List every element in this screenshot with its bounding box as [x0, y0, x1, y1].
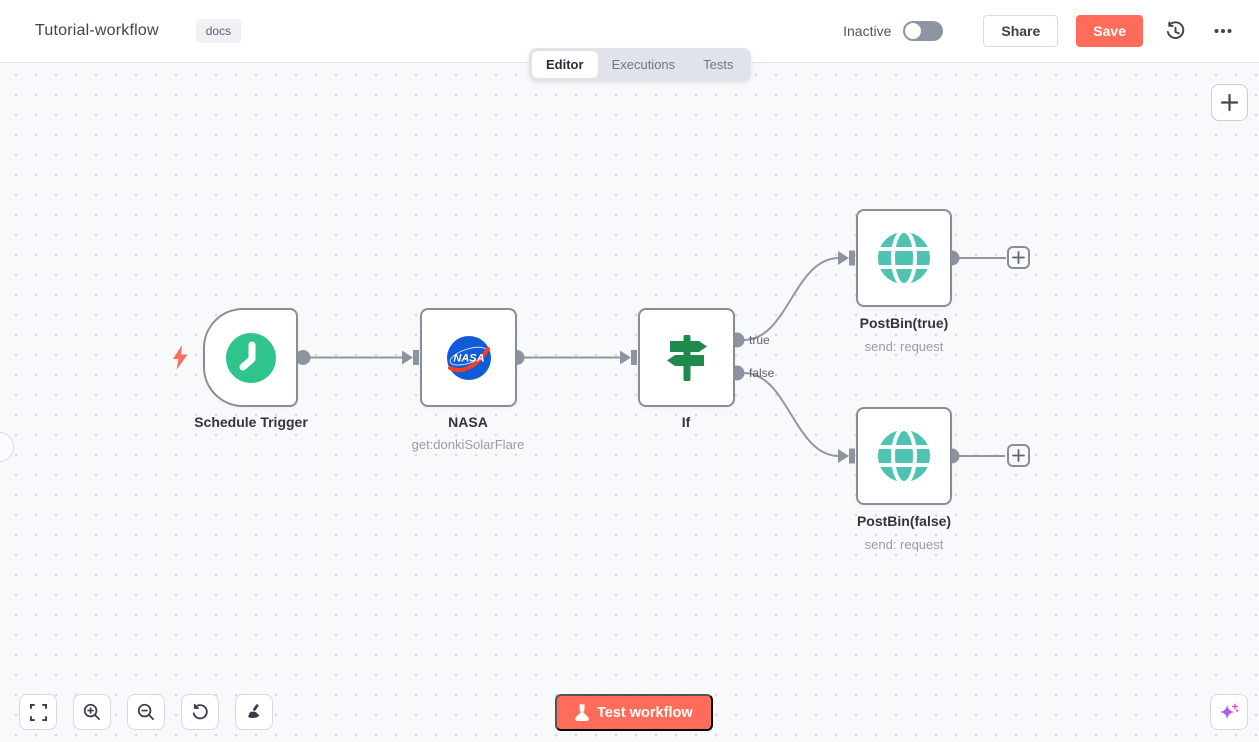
node-postbin-true[interactable] [856, 209, 952, 307]
ai-assistant-button[interactable] [1210, 694, 1248, 730]
reset-zoom-button[interactable] [181, 694, 219, 730]
port-label-false: false [749, 366, 775, 380]
view-tabs: Editor Executions Tests [529, 48, 751, 81]
globe-icon [878, 430, 930, 482]
node-label-postbin-true: PostBin(true) [859, 315, 949, 331]
plus-connector-icon [1012, 251, 1025, 264]
tidy-up-button[interactable] [235, 694, 273, 730]
share-button[interactable]: Share [983, 15, 1059, 47]
node-label-if: If [681, 414, 691, 430]
node-postbin-false[interactable] [856, 407, 952, 505]
fit-view-button[interactable] [19, 694, 57, 730]
history-button[interactable] [1159, 15, 1191, 47]
node-label-nasa: NASA [448, 414, 488, 430]
node-label-schedule-trigger: Schedule Trigger [194, 414, 308, 430]
save-button[interactable]: Save [1076, 15, 1143, 47]
node-nasa[interactable]: NASA [420, 308, 517, 407]
signpost-icon [666, 334, 707, 381]
test-workflow-label: Test workflow [597, 704, 693, 721]
active-toggle[interactable] [903, 21, 944, 41]
port-label-true: true [749, 333, 770, 347]
add-next-node-button-true[interactable] [1007, 246, 1030, 269]
toggle-knob [905, 23, 922, 39]
node-subtitle-nasa: get:donkiSolarFlare [411, 437, 525, 452]
ai-sparkle-icon [1219, 703, 1239, 720]
workflow-canvas[interactable] [0, 63, 1259, 742]
node-subtitle-postbin-true: send: request [864, 339, 944, 354]
nasa-logo-icon: NASA [446, 335, 491, 380]
zoom-in-button[interactable] [73, 694, 111, 730]
clock-icon [225, 332, 276, 383]
tab-tests[interactable]: Tests [703, 57, 734, 72]
node-schedule-trigger[interactable] [203, 308, 298, 407]
tidy-up-icon [248, 704, 260, 719]
zoom-out-icon [137, 703, 154, 720]
add-node-icon [1221, 94, 1238, 111]
add-next-node-button-false[interactable] [1007, 444, 1030, 467]
globe-icon [878, 232, 930, 284]
add-node-button[interactable] [1211, 84, 1248, 121]
zoom-out-button[interactable] [127, 694, 165, 730]
zoom-in-icon [83, 703, 100, 720]
test-workflow-button[interactable]: Test workflow [555, 694, 713, 731]
node-if[interactable] [638, 308, 735, 407]
workflow-tag-docs[interactable]: docs [195, 19, 242, 43]
plus-connector-icon [1012, 449, 1025, 462]
node-label-postbin-false: PostBin(false) [856, 513, 952, 529]
history-icon [1166, 20, 1184, 39]
tab-executions[interactable]: Executions [611, 57, 676, 72]
reset-zoom-icon [192, 703, 208, 720]
workflow-status-label: Inactive [843, 23, 892, 39]
canvas-edge-handle[interactable] [0, 432, 14, 462]
ellipsis-icon [1214, 29, 1232, 33]
svg-text:NASA: NASA [453, 352, 484, 364]
fit-view-icon [29, 703, 47, 721]
flask-icon [575, 704, 589, 721]
workflow-title[interactable]: Tutorial-workflow [35, 22, 159, 39]
more-options-button[interactable] [1207, 15, 1239, 47]
tab-editor[interactable]: Editor [532, 51, 598, 78]
node-subtitle-postbin-false: send: request [864, 537, 944, 552]
